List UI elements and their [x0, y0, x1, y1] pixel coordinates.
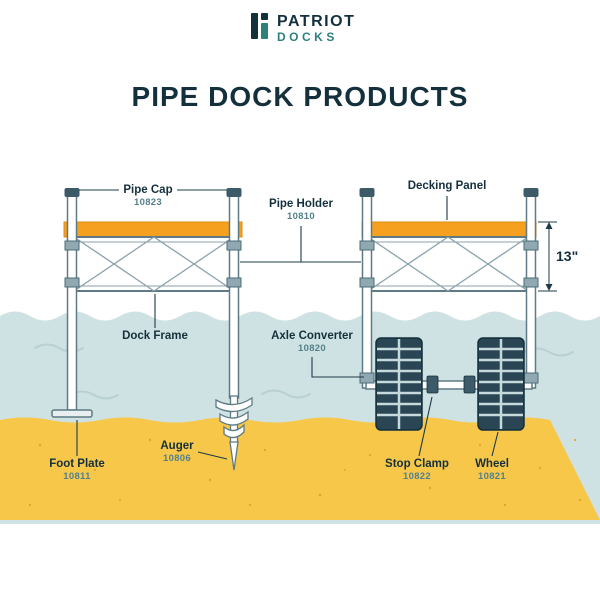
label-pipe-cap: Pipe Cap 10823: [79, 184, 227, 208]
left-dock: [51, 188, 253, 471]
dock-frame-left: [73, 236, 235, 292]
label-text: Dock Frame: [122, 330, 188, 342]
auger: [215, 395, 253, 471]
label-text: Stop Clamp: [385, 458, 449, 470]
label-text: Auger: [160, 440, 194, 452]
page-title: PIPE DOCK PRODUCTS: [132, 81, 469, 112]
label-stop-clamp: Stop Clamp 10822: [385, 396, 449, 482]
logo: PATRIOT DOCKS: [251, 13, 355, 44]
leader-line: [197, 451, 228, 460]
pipe-cap-right: [226, 188, 242, 197]
brand-name: PATRIOT: [277, 13, 355, 30]
label-text: Foot Plate: [49, 458, 105, 470]
pipe-right: [228, 194, 240, 399]
leader-line: [418, 396, 433, 457]
leader-line: [311, 357, 364, 378]
wheel-right: [477, 337, 525, 431]
stop-clamp-left: [426, 375, 439, 394]
label-text: Pipe Cap: [123, 184, 172, 196]
pipe-cap-left: [64, 188, 80, 197]
right-dock: [359, 188, 539, 431]
brand-icon: [251, 13, 268, 39]
pipe-left: [66, 194, 78, 411]
part-number: 10811: [63, 471, 91, 482]
part-number: 10820: [298, 343, 326, 354]
pipe-holders-left-dock: [64, 240, 242, 288]
dock-frame-right: [367, 236, 529, 292]
label-auger: Auger 10806: [160, 440, 228, 464]
label-text: Wheel: [475, 458, 509, 470]
part-number: 10810: [287, 211, 315, 222]
sand-speckles: [28, 438, 582, 507]
decking-panel-left: [63, 221, 243, 238]
part-number: 10806: [163, 453, 191, 464]
label-dock-frame: Dock Frame: [122, 294, 188, 342]
sand: [0, 417, 600, 520]
arrowhead-up: [545, 222, 553, 229]
pipe-left: [361, 194, 373, 389]
pipe-right: [525, 194, 537, 389]
part-number: 10822: [403, 471, 431, 482]
label-pipe-holder: Pipe Holder 10810: [240, 198, 361, 263]
label-wheel: Wheel 10821: [475, 431, 509, 482]
pipe-holders-right-dock: [359, 240, 539, 288]
label-decking-panel: Decking Panel: [408, 180, 487, 220]
leader-line: [240, 226, 361, 263]
brand-subtitle: DOCKS: [277, 30, 338, 44]
dimension-text: 13": [556, 248, 578, 264]
decking-panel-right: [361, 221, 537, 238]
label-axle-converter: Axle Converter 10820: [271, 330, 364, 378]
stop-clamp-right: [463, 375, 476, 394]
label-text: Pipe Holder: [269, 198, 333, 210]
pipe-cap-right: [523, 188, 539, 197]
wheel-left: [375, 337, 423, 431]
label-text: Axle Converter: [271, 330, 353, 342]
leader-line: [491, 431, 499, 457]
axle: [365, 380, 533, 390]
label-text: Decking Panel: [408, 180, 487, 192]
pipe-cap-left: [359, 188, 375, 197]
part-number: 10821: [478, 471, 506, 482]
label-foot-plate: Foot Plate 10811: [49, 420, 105, 482]
dimension-13-inch: 13": [538, 221, 578, 292]
part-number: 10823: [134, 197, 162, 208]
foot-plate: [51, 409, 93, 418]
arrowhead-down: [545, 284, 553, 291]
